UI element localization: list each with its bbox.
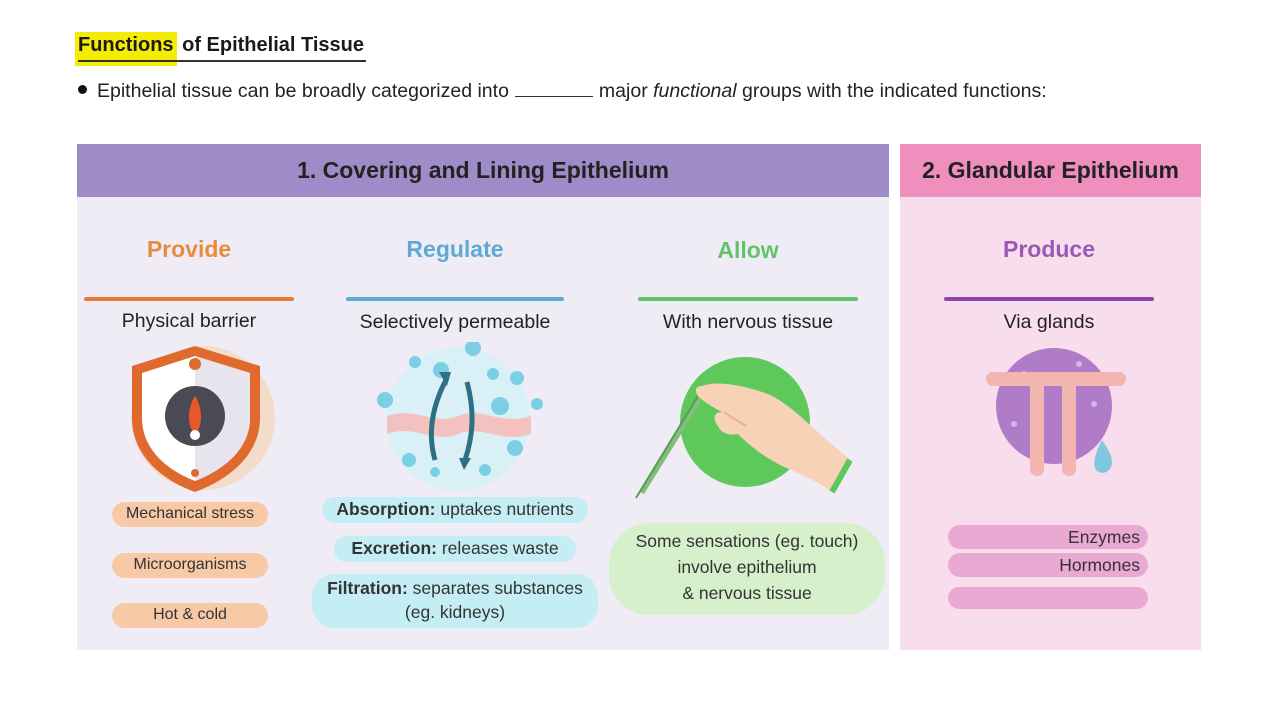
permeable-membrane-icon	[377, 342, 543, 491]
provide-bar	[84, 297, 294, 301]
produce-subtitle: Via glands	[1003, 311, 1095, 333]
excretion-label: Excretion:	[351, 538, 437, 558]
bullet-text-start: Epithelial tissue can be broadly categor…	[97, 80, 509, 102]
excretion-text: releases waste	[436, 538, 559, 558]
provide-item-mechanical: Mechanical stress	[112, 502, 268, 527]
provide-item-microorganisms: Microorganisms	[112, 553, 268, 578]
filtration-text-line2: (eg. kidneys)	[404, 602, 506, 622]
absorption-text: uptakes nutrients	[435, 499, 574, 519]
bullet-dot	[78, 85, 87, 95]
filtration-text: separates substances	[407, 578, 583, 598]
fill-in-blank	[514, 78, 593, 97]
produce-item-enzymes: Enzymes	[948, 525, 1148, 549]
regulate-item-absorption: Absorption: uptakes nutrients	[322, 497, 588, 523]
title-rest: of Epithelial Tissue	[176, 34, 364, 56]
produce-item-hormones: Hormones	[948, 553, 1148, 577]
bullet-italic: functional	[653, 80, 737, 102]
allow-line-3: & nervous tissue	[682, 583, 812, 603]
provide-title: Provide	[146, 236, 232, 262]
title-underline	[78, 60, 366, 62]
allow-line-1: Some sensations (eg. touch)	[635, 531, 859, 551]
page-title: Functions of Epithelial Tissue	[75, 32, 364, 66]
regulate-subtitle: Selectively permeable	[359, 311, 551, 333]
bullet-text-end: groups with the indicated functions:	[736, 80, 1047, 102]
absorption-label: Absorption:	[336, 499, 436, 519]
regulate-item-filtration: Filtration: separates substances (eg. ki…	[312, 574, 598, 628]
allow-title: Allow	[717, 237, 779, 263]
glandular-heading: 2. Glandular Epithelium	[900, 144, 1201, 197]
covering-heading: 1. Covering and Lining Epithelium	[77, 144, 889, 197]
allow-line-2: involve epithelium	[677, 557, 817, 577]
allow-subtitle: With nervous tissue	[662, 311, 834, 333]
bullet-text-mid: major	[598, 80, 654, 102]
produce-item-3	[948, 587, 1148, 609]
gland-icon	[986, 348, 1126, 476]
produce-title: Produce	[1002, 236, 1096, 262]
touch-hand-icon	[635, 357, 852, 499]
regulate-title: Regulate	[406, 236, 504, 262]
allow-description: Some sensations (eg. touch) involve epit…	[609, 523, 885, 615]
regulate-item-excretion: Excretion: releases waste	[334, 536, 576, 562]
provide-item-hot-cold: Hot & cold	[112, 603, 268, 628]
allow-bar	[638, 297, 858, 301]
regulate-bar	[346, 297, 564, 301]
intro-bullet: Epithelial tissue can be broadly categor…	[78, 78, 1047, 103]
shield-icon	[131, 346, 275, 492]
provide-subtitle: Physical barrier	[121, 310, 257, 332]
filtration-label: Filtration:	[327, 578, 408, 598]
produce-bar	[944, 297, 1154, 301]
